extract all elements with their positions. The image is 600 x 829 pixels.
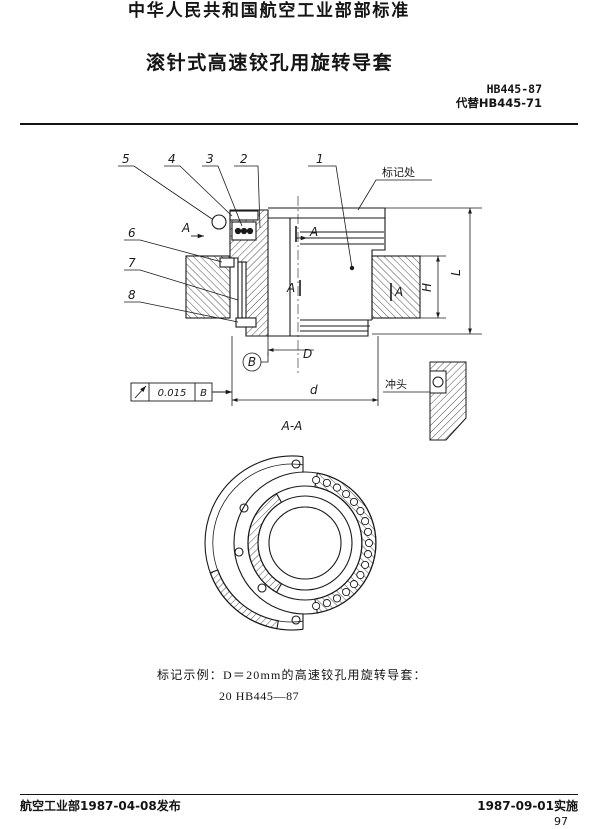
assembly-drawing: 5 4 3 2 1 标记处 6 7 8 A A A A: [118, 152, 482, 631]
issue-date: 航空工业部1987-04-08发布: [20, 799, 181, 813]
issuing-authority-header: 中华人民共和国航空工业部部标准: [128, 1, 410, 21]
dimension-label-bore: D: [303, 347, 312, 361]
sleeve-hatched-band: [247, 492, 283, 594]
sleeve-wall-circle: [257, 495, 353, 591]
part-label-7: 7: [128, 256, 136, 270]
effective-date: 1987-09-01实施: [477, 799, 578, 813]
standard-number: HB445-87: [486, 82, 542, 96]
leader-1-dot: [349, 265, 355, 271]
part-label-3: 3: [206, 152, 214, 166]
needle-roller-ring: [312, 475, 374, 611]
tolerance-datum: B: [200, 388, 207, 399]
dimensions: [231, 207, 482, 406]
mounting-hole: [257, 583, 267, 593]
needle-roller: [332, 483, 342, 492]
dimension-label-h: H: [420, 283, 434, 292]
leader-1: [308, 165, 353, 269]
section-mark-a-middle: A: [286, 281, 295, 295]
needle-roller: [361, 560, 370, 569]
part-label-8: 8: [128, 288, 136, 302]
needle-roller: [361, 517, 370, 526]
needle-roller: [363, 527, 373, 536]
section-view-title: A-A: [281, 419, 303, 433]
needle: [240, 227, 248, 235]
needle: [246, 227, 254, 235]
bore-circle: [268, 506, 342, 580]
housing-right: [371, 255, 421, 319]
washer-part-8: [235, 317, 257, 328]
steel-ball-part-5: [211, 214, 227, 230]
replaced-standard: 代替HB445-71: [455, 96, 542, 110]
part-label-5: 5: [122, 152, 130, 166]
part-label-6: 6: [128, 226, 136, 240]
needle-roller: [312, 475, 321, 485]
part-leaders: [118, 165, 432, 323]
rotating-sleeve-part-1: [268, 207, 386, 337]
section-view: [185, 196, 421, 374]
dimension-label-outer: d: [310, 383, 318, 397]
section-mark-a-left: A: [181, 221, 190, 235]
datum-label: B: [248, 355, 256, 369]
needle-roller: [349, 580, 359, 589]
section-mark-arrows: [191, 226, 392, 301]
punch-detail: [383, 361, 467, 441]
bearing-inner-circle: [247, 485, 363, 601]
mounting-hole: [234, 547, 244, 557]
header-divider: [20, 123, 578, 125]
needle-roller: [322, 599, 331, 608]
needle: [234, 227, 242, 235]
needle-roller: [342, 489, 351, 499]
marking-example-line-2: 20 HB445—87: [219, 689, 300, 703]
leader-5: [118, 165, 213, 220]
punch-label: 冲头: [385, 377, 407, 391]
mounting-hole: [291, 459, 301, 469]
datum-connector: [261, 352, 269, 363]
punch-ball: [432, 376, 444, 388]
section-mark-a-top: A: [309, 225, 318, 239]
part-label-2: 2: [240, 152, 248, 166]
footer-divider: [20, 794, 578, 795]
sleeve-bottom: [268, 320, 369, 337]
leader-6: [124, 239, 223, 263]
section-mark-a-right: A: [394, 285, 403, 299]
flange-hatched-band: [209, 569, 279, 630]
document-title: 滚针式高速铰孔用旋转导套: [146, 52, 394, 74]
needle-roller: [363, 550, 373, 559]
retainer-part-6: [219, 257, 235, 268]
leader-4: [164, 165, 233, 217]
leader-7: [124, 269, 239, 301]
leader-2: [234, 165, 261, 229]
retaining-cap-part-4: [229, 210, 259, 221]
part-label-4: 4: [168, 152, 176, 166]
marking-example-line-1: 标记示例：D＝20mm的高速铰孔用旋转导套：: [157, 668, 427, 682]
needle-roller: [332, 594, 342, 603]
needle-roller: [312, 601, 321, 611]
needle-roller: [356, 506, 365, 516]
needle-roller: [356, 570, 365, 580]
leader-marking: [357, 179, 432, 211]
mounting-hole: [291, 615, 301, 625]
leader-8: [124, 301, 239, 323]
tolerance-value: 0.015: [158, 388, 187, 399]
circular-runout-icon: [134, 385, 147, 399]
tolerance-frame: [130, 382, 232, 402]
needle-roller: [364, 538, 374, 548]
section-view-a-a: [204, 455, 377, 631]
sleeve-head-outline: [298, 207, 386, 320]
sleeve-outer-circle: [233, 471, 377, 615]
leader-3: [202, 165, 243, 227]
part-label-1: 1: [316, 152, 324, 166]
needle-roller: [349, 497, 359, 506]
page-number: 97: [554, 815, 568, 828]
needle-roller: [342, 587, 351, 597]
needle-roller: [322, 478, 331, 487]
mounting-hole: [239, 503, 249, 513]
dimension-label-l: L: [449, 269, 463, 276]
marking-location-label: 标记处: [382, 165, 415, 179]
